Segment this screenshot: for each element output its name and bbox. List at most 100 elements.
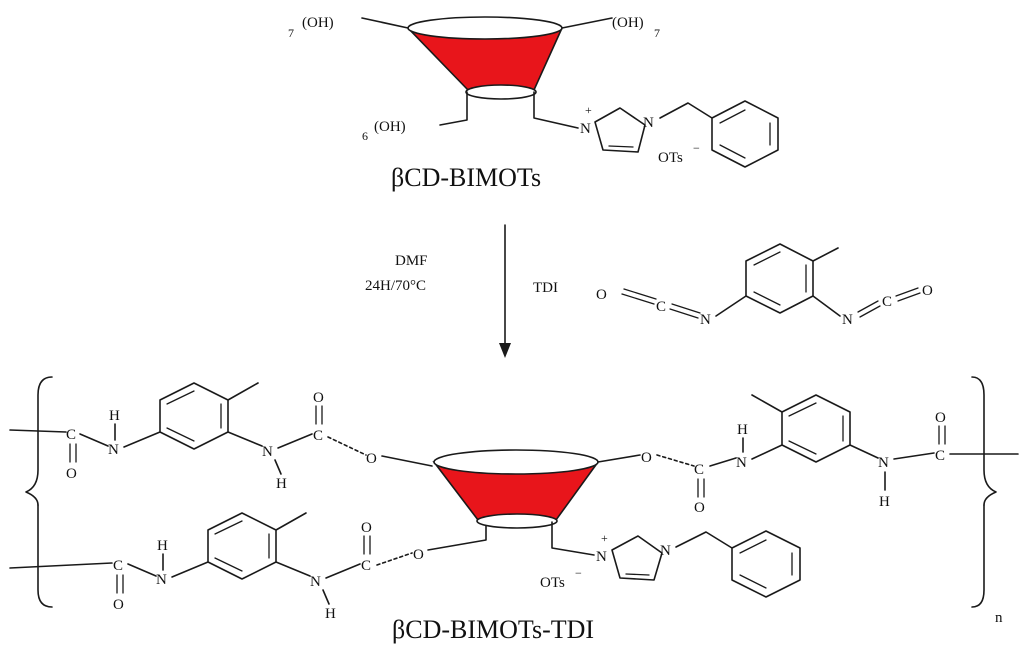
tdi-structure: O C N N C O <box>596 243 933 328</box>
tdi-left-oc-double-2 <box>621 293 655 305</box>
cyclodextrin-top-rim <box>407 16 563 40</box>
anion-label: OTs <box>658 150 683 166</box>
ul-n-c <box>277 433 313 449</box>
imidazolium-double-bond <box>608 145 634 148</box>
product-anion: OTs <box>540 575 565 591</box>
tdi-c2: C <box>882 294 892 310</box>
ur-cd-o <box>597 454 641 463</box>
ul-amide-h: H <box>109 408 120 424</box>
tdi-n2: N <box>842 312 853 328</box>
product-structure: n C O N H N H C O O C O N H <box>9 376 1019 626</box>
ul-n-ring <box>123 431 161 448</box>
product-anion-charge: − <box>575 566 582 580</box>
ur-ring-n <box>849 444 879 459</box>
ll-amide-n: N <box>156 572 167 588</box>
ll-benzene-ring <box>207 512 277 580</box>
ul-ring-n <box>227 431 263 447</box>
oh-bottom-label: (OH) <box>374 119 406 135</box>
oh-right-subscript: 7 <box>654 26 660 40</box>
product-benzyl-ch2 <box>675 531 733 549</box>
ll-ring-n <box>275 561 311 577</box>
time-temperature-label: 24H/70°C <box>365 278 426 294</box>
tdi-c1: C <box>656 299 666 315</box>
ul-c-n <box>79 433 109 447</box>
oh-left-subscript: 7 <box>288 26 294 40</box>
ur-n-c <box>893 452 935 460</box>
ur-n-ring <box>751 444 783 460</box>
ll-amide-h: H <box>157 538 168 554</box>
tdi-left-oc-double <box>623 288 657 300</box>
left-bracket-lower <box>37 504 53 608</box>
product-imidazolium-link <box>551 521 595 556</box>
reagent-name-label: TDI <box>533 280 558 296</box>
ul-chain-end <box>9 429 67 433</box>
product-imidazolium-plus: + <box>601 531 608 545</box>
reaction-arrow-group: DMF 24H/70°C TDI <box>365 224 558 358</box>
product-cyclodextrin-bottom-rim <box>476 513 558 529</box>
product-imidazolium-double <box>625 573 650 576</box>
tdi-right-co-double-2 <box>897 292 921 302</box>
ul-o-cd <box>381 455 433 467</box>
ul-carbonyl-o: O <box>66 466 77 482</box>
reaction-arrowhead <box>499 343 511 358</box>
ul-methyl <box>227 382 259 401</box>
benzyl-ring-inner <box>719 109 771 159</box>
imidazolium-n: N <box>643 115 654 131</box>
ul-benzene-ring <box>159 382 229 450</box>
right-bracket-upper <box>971 376 997 506</box>
tdi-benzene-inner <box>753 251 807 306</box>
ul-carbonyl-c: C <box>66 427 76 443</box>
tdi-benzene-ring <box>745 243 814 314</box>
benzyl-ch2 <box>659 102 713 119</box>
cyclodextrin-bottom-rim <box>465 84 537 100</box>
tdi-methyl <box>812 247 839 262</box>
ur-amide-n: N <box>878 455 889 471</box>
tdi-right-nc-double <box>857 300 879 313</box>
ur-carbamate-n: N <box>736 455 747 471</box>
ur-amide-h: H <box>879 494 890 510</box>
bond-oh-left <box>361 17 409 29</box>
ul-carbamate-n-h <box>274 459 282 475</box>
tdi-bond-n1 <box>715 295 747 317</box>
ur-carbamate-c: C <box>694 462 704 478</box>
ll-n-c <box>325 563 361 579</box>
product-imidazolium-n: N <box>660 543 671 559</box>
bond-oh-bottom <box>439 91 468 126</box>
ul-c-o-link <box>327 436 367 456</box>
ll-carbamate-n: N <box>310 574 321 590</box>
tdi-o2: O <box>922 283 933 299</box>
ll-benzene-inner <box>214 520 270 572</box>
ll-carbonyl-c: C <box>113 558 123 574</box>
anion-charge: − <box>693 141 700 155</box>
ll-o-cd <box>427 521 487 551</box>
ll-ether-o: O <box>413 547 424 563</box>
imidazolium-plus-charge: + <box>585 103 592 117</box>
ll-n-ring <box>171 561 209 578</box>
ur-carbonyl-c: C <box>935 448 945 464</box>
ur-carbamate-o: O <box>694 500 705 516</box>
ll-chain-end <box>9 562 113 569</box>
ur-ether-o: O <box>641 450 652 466</box>
ur-o-c <box>656 454 695 467</box>
oh-right-label: (OH) <box>612 15 644 31</box>
tdi-right-nc-double-2 <box>859 305 881 318</box>
bond-imidazolium-link <box>533 91 579 129</box>
tdi-bond-n2 <box>812 295 841 317</box>
ur-methyl <box>751 394 783 413</box>
benzyl-ring <box>711 100 779 168</box>
product-benzyl-inner <box>739 539 793 589</box>
bcd-bimots-structure: 7 (OH) (OH) 7 6 (OH) N + N OTs − βCD-BIM… <box>288 15 779 192</box>
repeat-unit-n: n <box>995 610 1003 626</box>
ll-carbamate-o: O <box>361 520 372 536</box>
ul-carbamate-n: N <box>262 444 273 460</box>
ll-c-n <box>127 563 157 577</box>
ul-amide-n: N <box>108 442 119 458</box>
ll-carbonyl-o: O <box>113 597 124 613</box>
tdi-n1: N <box>700 312 711 328</box>
oh-bottom-subscript: 6 <box>362 129 368 143</box>
imidazolium-n-plus: N <box>580 121 591 137</box>
product-title: βCD-BIMOTs-TDI <box>392 615 594 644</box>
ll-carbamate-n-h <box>322 589 330 605</box>
ll-c-o-link <box>376 552 413 566</box>
